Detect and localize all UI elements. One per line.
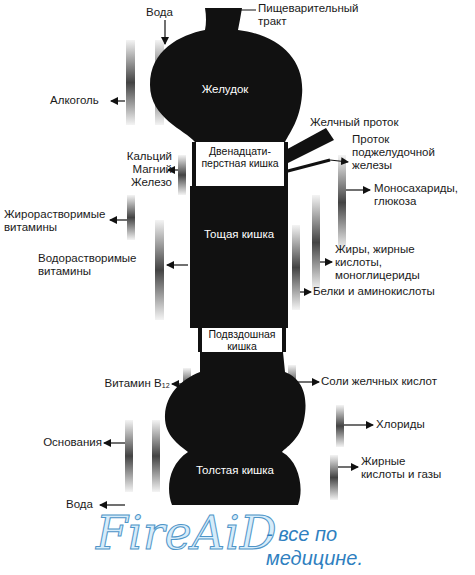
watermark: FireAiD <box>96 505 266 561</box>
absorption-arrow <box>167 264 188 265</box>
substance-label: Кальций Магний Железо <box>124 150 172 189</box>
tract-label: Пищеварительный тракт <box>258 2 378 28</box>
stomach-shape-fill <box>150 8 302 142</box>
duct-label: Желчный проток <box>310 116 420 129</box>
absorption-bar <box>330 455 338 500</box>
ileum-segment: Подвздошная кишка <box>198 328 286 352</box>
substance-label: Вода <box>146 6 186 19</box>
colon-shape: Толстая кишка <box>163 352 307 507</box>
substance-label: Алкоголь <box>50 94 110 107</box>
leader-line <box>240 10 256 11</box>
absorption-arrow <box>320 261 332 262</box>
absorption-bar <box>336 405 344 447</box>
duct-label: Проток поджелудочной железы <box>352 133 447 172</box>
absorption-bar <box>292 225 300 310</box>
substance-label: Моносахариды, глюкоза <box>374 182 464 208</box>
substance-label: Жирорастворимые витамины <box>4 208 108 234</box>
substance-label: Соли желчных кислот <box>321 375 471 388</box>
segment-name: Двенадцати-перстная кишка <box>197 145 283 169</box>
absorption-bar <box>155 220 164 320</box>
absorption-arrow <box>110 219 127 220</box>
absorption-arrow <box>104 442 125 443</box>
substance-label: Витамин B₁₂ <box>90 377 170 390</box>
absorption-arrow <box>164 20 165 44</box>
absorption-arrows <box>100 101 373 505</box>
absorption-arrow <box>111 100 125 101</box>
colon-shape-outline <box>163 352 307 507</box>
absorption-bar <box>127 195 135 240</box>
duodenum-segment: Двенадцати-перстная кишка <box>192 142 288 186</box>
substance-label: Жиры, жирные кислоты, моноглицериды <box>335 243 450 282</box>
absorption-bar <box>312 195 320 290</box>
absorption-bar <box>178 155 186 195</box>
absorption-bar <box>152 420 160 492</box>
absorption-arrow <box>100 504 125 505</box>
absorption-arrow <box>300 291 311 292</box>
segment-name: Толстая кишка <box>196 464 274 476</box>
absorption-arrow <box>296 381 319 382</box>
substance-label: Хлориды <box>376 418 456 431</box>
segment-name: Желудок <box>202 83 249 95</box>
absorption-arrow <box>338 466 358 467</box>
jejunum-segment: Тощая кишка <box>190 186 288 328</box>
substance-label: Основания <box>30 436 102 449</box>
segment-name: Подвздошная кишка <box>203 328 281 352</box>
absorption-arrow <box>344 424 373 425</box>
absorption-arrow <box>346 189 370 190</box>
substance-label: Белки и аминокислоты <box>313 285 463 298</box>
watermark: - все по медицине. <box>266 522 406 570</box>
absorption-bar <box>338 155 346 250</box>
absorption-bar <box>126 40 135 125</box>
segment-name: Тощая кишка <box>204 228 274 240</box>
leader-line <box>330 160 348 162</box>
substance-label: Водорастворимые витамины <box>38 252 143 278</box>
absorption-bar <box>125 420 133 492</box>
substance-label: Жирные кислоты и газы <box>361 455 451 481</box>
colon-shape-fill <box>165 352 306 505</box>
pancreatic-duct <box>284 160 330 172</box>
